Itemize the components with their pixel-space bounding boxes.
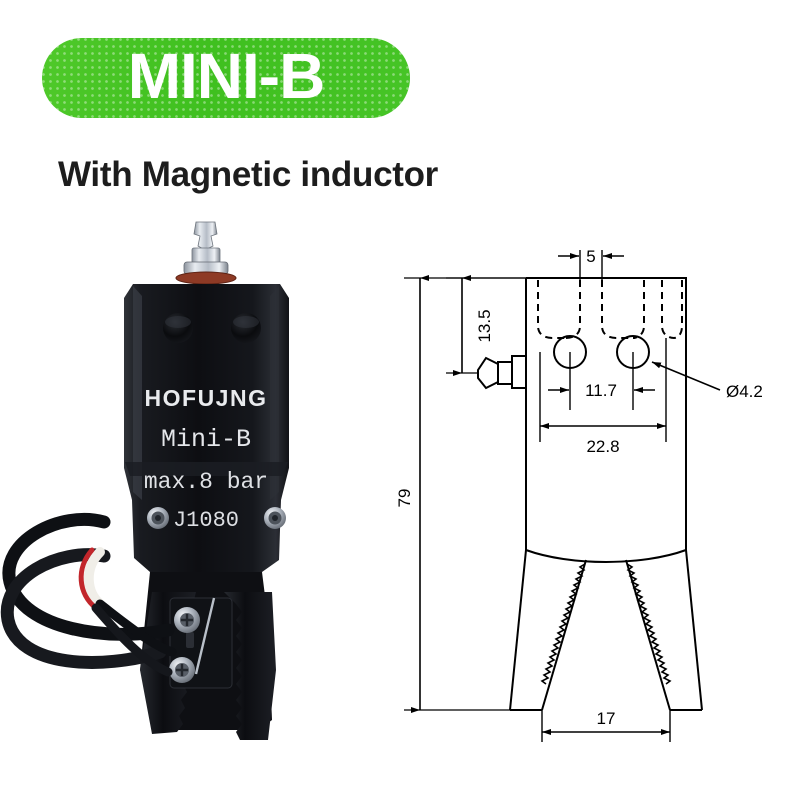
screw — [264, 507, 286, 529]
product-photo: HOFUJNG Mini-B max.8 bar J1080 — [0, 200, 400, 790]
jaw-teeth — [540, 563, 672, 685]
dim-label-hole-diameter: Ø4.2 — [726, 382, 763, 401]
dim-jaw-opening — [541, 710, 671, 742]
dim-hole-spacing — [548, 352, 655, 410]
body-outline — [509, 277, 703, 711]
dim-label-fitting-height: 13.5 — [475, 309, 494, 342]
dim-port-spacing — [558, 250, 624, 282]
sensor-cable — [0, 512, 175, 669]
barb-fitting — [183, 221, 229, 275]
sensor-antenna — [194, 597, 216, 675]
dim-label-body-width: 22.8 — [586, 437, 619, 456]
sensor-screw — [169, 657, 195, 683]
white-wire — [83, 547, 105, 609]
dim-label-hole-spacing: 11.7 — [585, 381, 617, 400]
drawing-barb-fitting — [477, 355, 526, 390]
dim-label-port-spacing: 5 — [586, 247, 595, 266]
o-ring — [175, 271, 237, 285]
badge-label: MINI-B — [127, 40, 326, 112]
label-model: Mini-B — [161, 425, 251, 454]
screw — [147, 507, 169, 529]
red-wire — [78, 547, 99, 611]
diameter-leader — [651, 361, 721, 391]
gripper-body — [124, 284, 289, 572]
product-model-badge: MINI-B — [42, 38, 410, 118]
label-code: J1080 — [173, 508, 239, 533]
sensor-screw — [174, 607, 200, 633]
technical-drawing: 5 13.5 Ø4.2 11.7 22.8 79 17 — [390, 230, 800, 750]
label-brand: HOFUJNG — [145, 385, 268, 411]
dim-label-jaw-opening: 17 — [597, 709, 616, 728]
gripper-jaw — [224, 592, 276, 740]
dim-body-width — [539, 338, 667, 442]
black-wire — [95, 599, 177, 657]
dim-overall-height — [404, 275, 526, 713]
dim-label-overall-height: 79 — [395, 489, 414, 508]
black-wire — [91, 603, 173, 677]
hidden-slots — [537, 280, 683, 339]
subtitle-text: With Magnetic inductor — [58, 155, 439, 194]
label-pressure: max.8 bar — [144, 469, 268, 495]
